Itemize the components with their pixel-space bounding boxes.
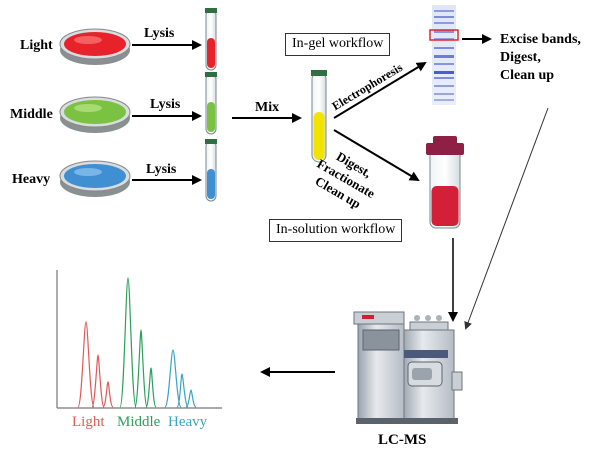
digest-arrow [333,129,420,182]
sample-label-light: Light [20,38,53,53]
tube-light [205,8,217,71]
spectrum-axes [56,270,222,409]
peak-middle-1 [119,277,137,408]
tube-middle [205,72,217,135]
petri-dish-heavy [59,160,131,197]
peak-heavy-3 [185,389,197,408]
excised-band-marker [429,29,459,41]
lc-ms-instrument [353,311,463,424]
in-gel-workflow-box: In-gel workflow [285,33,391,56]
excise-label-line-2: Digest, [500,50,541,65]
lysis-label-light: Lysis [144,26,175,41]
peak-middle-3 [145,367,157,408]
tube-mixed [311,70,327,163]
lysis-label-middle: Lysis [150,97,181,112]
lysis-label-heavy: Lysis [146,162,177,177]
peak-middle-2 [134,329,148,408]
spectrum-legend-middle: Middle [117,414,161,430]
peak-heavy-1 [164,349,182,408]
spectrum-legend-light: Light [72,414,105,430]
peak-heavy-2 [176,373,189,408]
lc-ms-label: LC-MS [378,432,427,448]
tube-digested [426,136,464,229]
petri-dish-middle [59,96,131,133]
in-solution-workflow-box: In-solution workflow [269,219,403,242]
peaks-light [77,321,114,408]
excise-label-line-1: Excise bands, [500,32,581,47]
excise-label: Excise bands, Digest, Clean up [500,31,581,85]
sample-label-heavy: Heavy [12,172,51,187]
tube-heavy [205,139,217,202]
excise-label-line-3: Clean up [500,68,555,83]
peaks-heavy [164,349,197,408]
electrophoresis-arrow [333,61,427,119]
peak-light-1 [77,321,95,408]
sample-label-middle: Middle [10,107,53,122]
spectrum-legend-heavy: Heavy [168,414,208,430]
excise-to-ms-arrow [464,107,549,330]
gel-lane [429,5,459,105]
peak-light-3 [102,381,114,408]
mix-label: Mix [255,100,280,115]
petri-dish-light [59,28,131,65]
peaks-middle [119,277,157,408]
peak-light-2 [91,354,105,408]
